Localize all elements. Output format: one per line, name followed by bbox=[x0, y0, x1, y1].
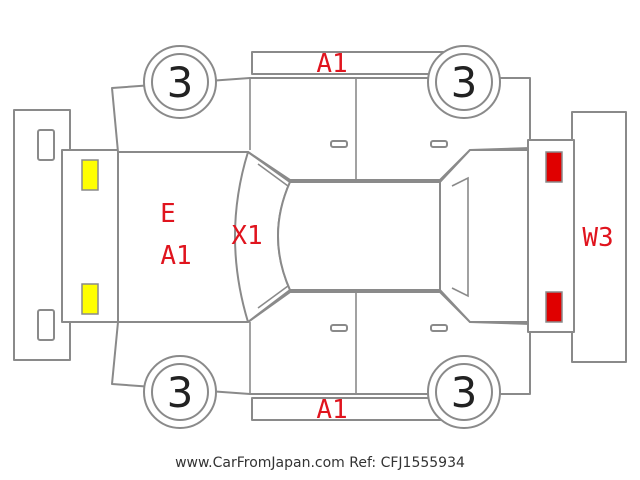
windshield-code: X1 bbox=[231, 221, 262, 251]
watermark: www.CarFromJapan.com Ref: CFJ1555934 bbox=[175, 455, 465, 471]
front-left-lamp bbox=[81, 159, 99, 191]
wheel-rear-right-label: 3 bbox=[451, 368, 478, 417]
bottom-sill-code: A1 bbox=[316, 395, 347, 425]
rear-window bbox=[439, 149, 529, 323]
rear-lamp-panel bbox=[527, 139, 575, 333]
bottom-sill bbox=[251, 397, 453, 421]
hood-code-line1: E bbox=[160, 199, 176, 229]
top-sill bbox=[251, 51, 453, 75]
hood-code-line2: A1 bbox=[160, 241, 191, 271]
hood bbox=[117, 151, 249, 323]
rear-code: W3 bbox=[582, 223, 613, 253]
roof bbox=[277, 181, 441, 291]
wheel-front-left-label: 3 bbox=[167, 58, 194, 107]
wheel-rear-right: 3 bbox=[427, 355, 501, 429]
front-bumper bbox=[13, 109, 71, 361]
wheel-rear-left-label: 3 bbox=[451, 58, 478, 107]
wheel-front-right: 3 bbox=[143, 355, 217, 429]
wheel-front-right-label: 3 bbox=[167, 368, 194, 417]
top-sill-code: A1 bbox=[316, 49, 347, 79]
rear-right-lamp bbox=[545, 291, 563, 323]
wheel-front-left: 3 bbox=[143, 45, 217, 119]
rear-left-lamp bbox=[545, 151, 563, 183]
front-right-lamp bbox=[81, 283, 99, 315]
car-body bbox=[61, 51, 575, 421]
wheel-rear-left: 3 bbox=[427, 45, 501, 119]
